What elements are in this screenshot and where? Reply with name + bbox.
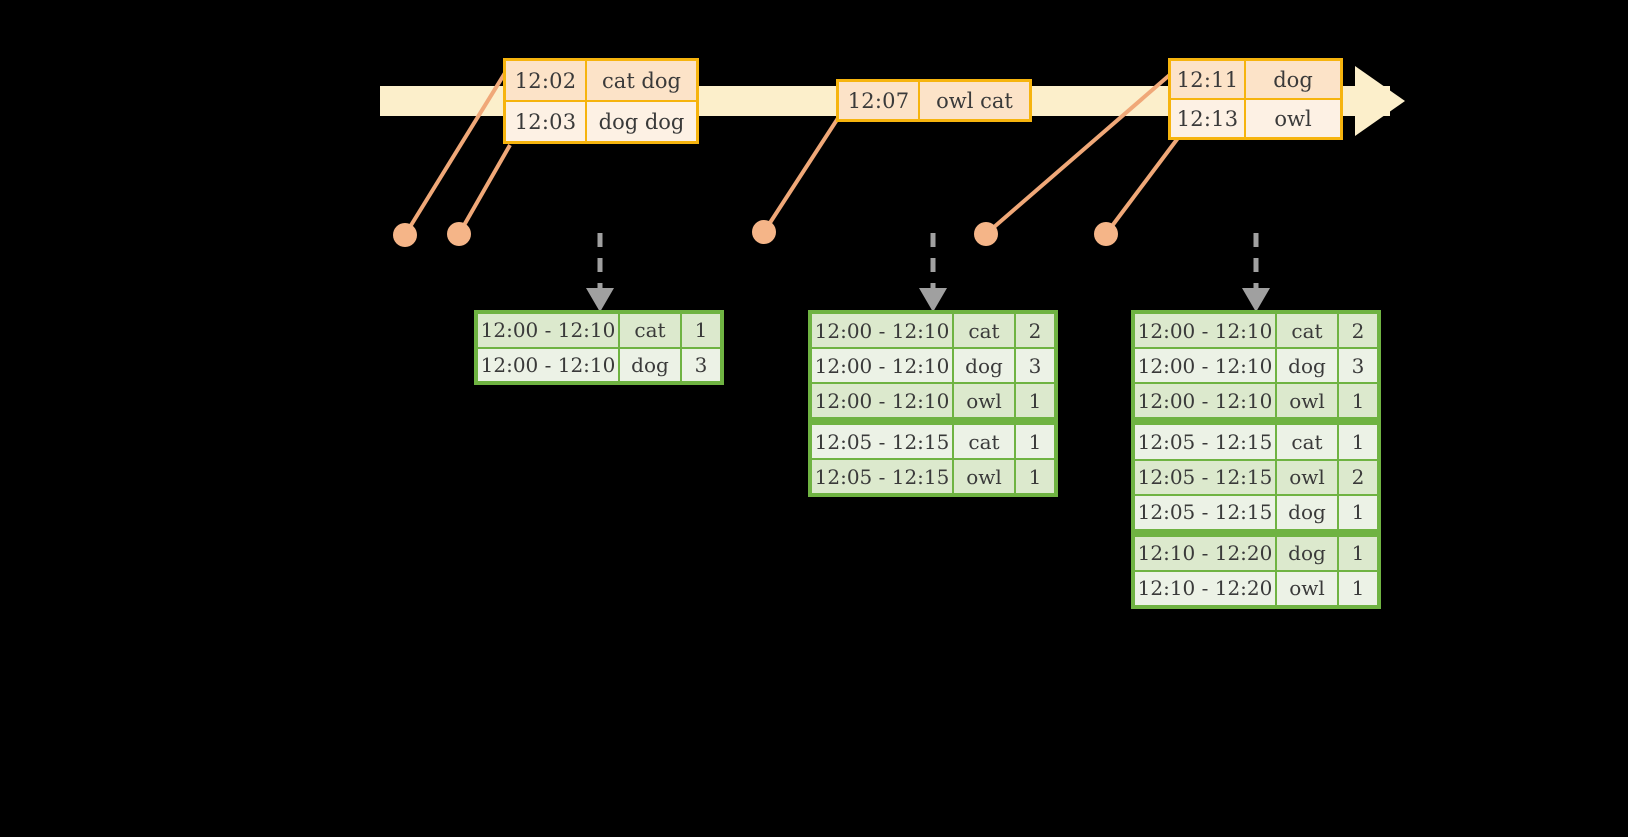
connector-line-5: [1104, 136, 1180, 236]
event-time: 12:11: [1171, 61, 1246, 98]
event-row[interactable]: 12:03 dog dog: [506, 100, 696, 141]
event-value: owl cat: [936, 88, 1013, 113]
event-time: 12:03: [506, 102, 587, 141]
event-value: dog: [1273, 67, 1313, 92]
table-cell-count: 2: [1339, 314, 1377, 348]
table-cell-window: 12:10 - 12:20: [1135, 571, 1275, 605]
table-cell-window: 12:05 - 12:15: [1135, 495, 1275, 529]
connector-line-3: [762, 110, 844, 234]
event-time: 12:13: [1171, 100, 1246, 137]
table-cell-key: owl: [1277, 460, 1337, 494]
table-cell-count: 3: [682, 348, 720, 381]
table-cell-key: owl: [954, 460, 1014, 493]
table-cell-key: owl: [1277, 571, 1337, 605]
table-group-separator: [1135, 530, 1377, 535]
table-cell-count: 1: [1339, 384, 1377, 418]
event-row[interactable]: 12:13 owl: [1171, 98, 1340, 137]
table-cell-window: 12:00 - 12:10: [812, 314, 952, 347]
table-cell-count: 1: [1016, 460, 1054, 493]
table-cell-key: dog: [620, 348, 680, 381]
table-cell-count: 1: [1339, 425, 1377, 459]
emit-arrow-head-3: [1242, 288, 1270, 312]
stream-dot-2: [447, 222, 471, 246]
table-cell-key: cat: [620, 314, 680, 347]
table-cell-key: cat: [954, 425, 1014, 458]
event-value: owl: [1274, 106, 1312, 131]
event-row[interactable]: 12:02 cat dog: [506, 61, 696, 100]
table-cell-count: 1: [1016, 425, 1054, 458]
event-box-1[interactable]: 12:02 cat dog 12:03 dog dog: [503, 58, 699, 144]
emit-arrow-head-2: [919, 288, 947, 312]
table-group-separator: [1135, 419, 1377, 424]
event-row[interactable]: 12:11 dog: [1171, 61, 1340, 98]
table-cell-window: 12:05 - 12:15: [812, 425, 952, 458]
event-box-2[interactable]: 12:07 owl cat: [836, 79, 1032, 122]
table-cell-window: 12:10 - 12:20: [1135, 536, 1275, 570]
table-cell-key: dog: [1277, 536, 1337, 570]
stream-dots: [393, 220, 1118, 247]
stream-dot-1: [393, 223, 417, 247]
table-cell-count: 1: [1339, 495, 1377, 529]
stream-dot-3: [752, 220, 776, 244]
table-cell-window: 12:05 - 12:15: [1135, 425, 1275, 459]
table-cell-key: dog: [1277, 495, 1337, 529]
event-row[interactable]: 12:07 owl cat: [839, 82, 1029, 119]
connector-line-1: [403, 58, 515, 237]
table-cell-key: cat: [1277, 425, 1337, 459]
emit-arrow-heads: [586, 288, 1270, 312]
event-time: 12:07: [839, 82, 920, 119]
table-cell-count: 1: [682, 314, 720, 347]
table-cell-window: 12:00 - 12:10: [478, 314, 618, 347]
event-value: dog dog: [598, 109, 685, 134]
event-time: 12:02: [506, 61, 587, 100]
connector-line-2: [457, 144, 512, 235]
table-cell-key: owl: [954, 384, 1014, 417]
table-cell-window: 12:05 - 12:15: [812, 460, 952, 493]
stream-dot-4: [974, 222, 998, 246]
table-cell-window: 12:00 - 12:10: [812, 349, 952, 382]
table-cell-count: 1: [1339, 536, 1377, 570]
table-cell-count: 3: [1339, 349, 1377, 383]
stream-dot-5: [1094, 222, 1118, 246]
table-cell-window: 12:00 - 12:10: [478, 348, 618, 381]
table-cell-window: 12:00 - 12:10: [1135, 384, 1275, 418]
table-cell-count: 1: [1016, 384, 1054, 417]
table-cell-key: dog: [1277, 349, 1337, 383]
table-cell-window: 12:00 - 12:10: [812, 384, 952, 417]
table-cell-window: 12:05 - 12:15: [1135, 460, 1275, 494]
event-box-3[interactable]: 12:11 dog 12:13 owl: [1168, 58, 1343, 140]
table-cell-count: 1: [1339, 571, 1377, 605]
event-value: cat dog: [602, 68, 681, 93]
table-cell-window: 12:00 - 12:10: [1135, 314, 1275, 348]
table-cell-key: cat: [1277, 314, 1337, 348]
table-group-separator: [812, 419, 1054, 423]
emit-arrow-head-1: [586, 288, 614, 312]
table-cell-count: 3: [1016, 349, 1054, 382]
table-cell-key: dog: [954, 349, 1014, 382]
table-cell-count: 2: [1339, 460, 1377, 494]
emit-arrows: [597, 233, 1259, 292]
table-cell-key: owl: [1277, 384, 1337, 418]
table-cell-window: 12:00 - 12:10: [1135, 349, 1275, 383]
table-cell-key: cat: [954, 314, 1014, 347]
table-cell-count: 2: [1016, 314, 1054, 347]
